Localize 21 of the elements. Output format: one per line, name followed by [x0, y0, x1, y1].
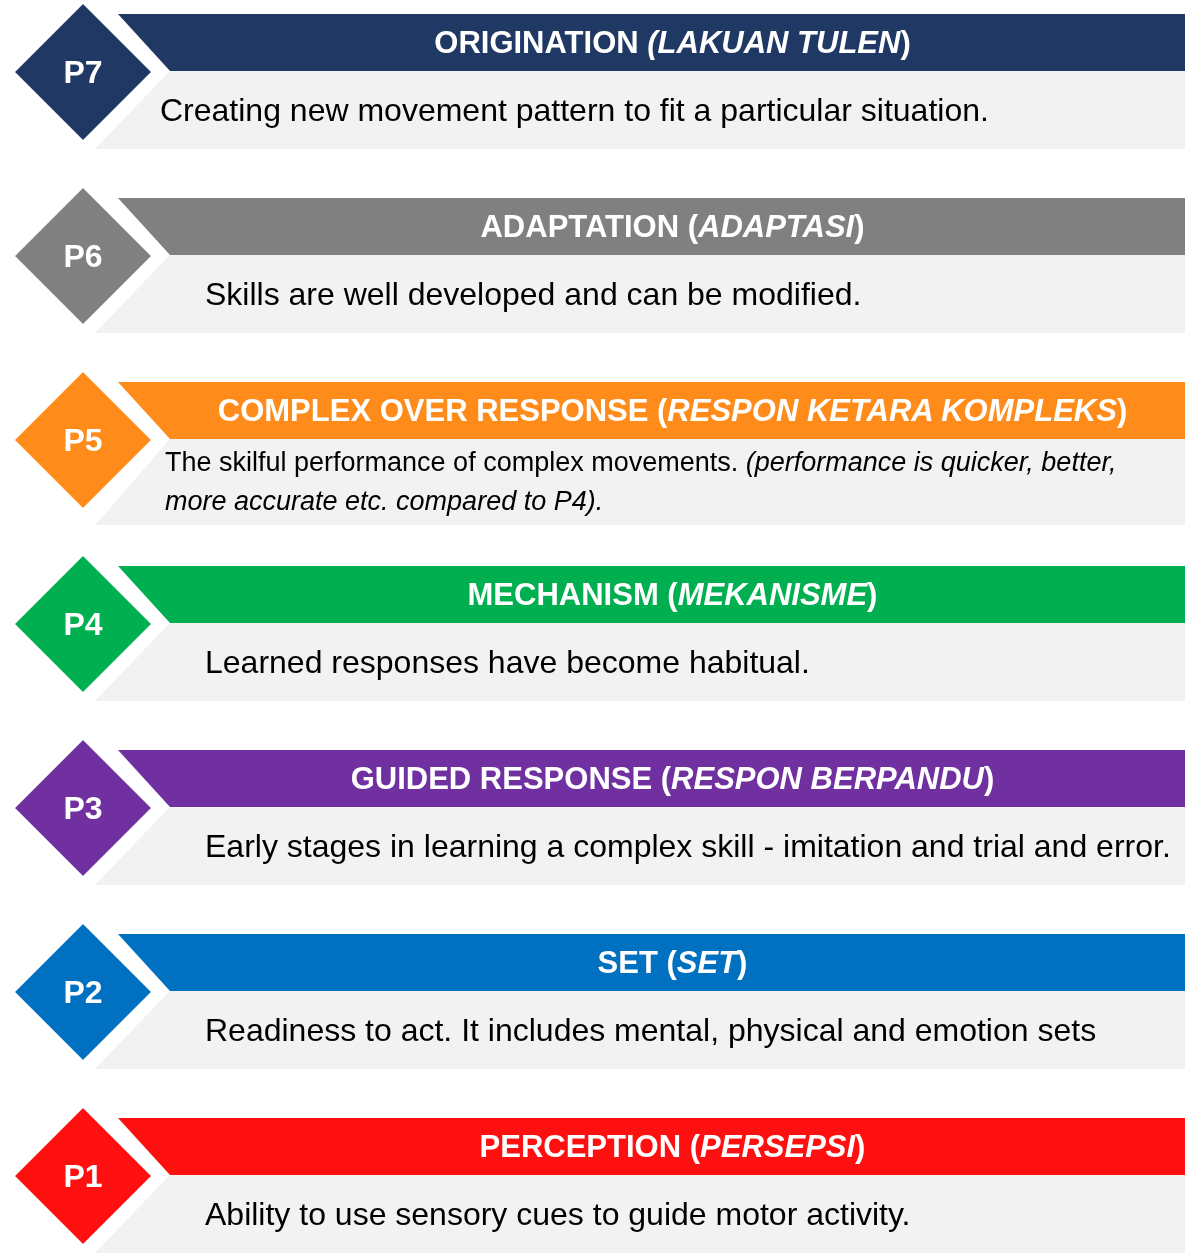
level-code: P3 — [63, 792, 103, 824]
step-description: Ability to use sensory cues to guide motor activity. — [205, 1194, 911, 1234]
step-title: PERCEPTION (PERSEPSI) — [479, 1131, 866, 1162]
level-code: P7 — [63, 56, 103, 88]
level-code: P6 — [63, 240, 103, 272]
step-title: ADAPTATION (ADAPTASI) — [480, 211, 865, 242]
level-code: P1 — [63, 1160, 103, 1192]
step-title: MECHANISM (MEKANISME) — [467, 579, 878, 610]
level-code: P2 — [63, 976, 103, 1008]
level-code: P4 — [63, 608, 103, 640]
step-description: The skilful performance of complex movements. (performance is quicker, better, more accurate etc. compared to P4). — [165, 446, 1118, 519]
step-title: GUIDED RESPONSE (RESPON BERPANDU) — [350, 763, 995, 794]
step-title: SET (SET) — [597, 947, 748, 978]
step-description: Skills are well developed and can be modified. — [205, 274, 862, 314]
step-title: ORIGINATION (LAKUAN TULEN) — [434, 27, 911, 58]
step-description: Learned responses have become habitual. — [205, 642, 810, 682]
level-code: P5 — [63, 424, 103, 456]
step-description: Early stages in learning a complex skill - imitation and trial and error. — [205, 826, 1171, 866]
step-title: COMPLEX OVER RESPONSE (RESPON KETARA KOMPLEKS) — [217, 395, 1128, 426]
step-description: Readiness to act. It includes mental, physical and emotion sets — [205, 1010, 1097, 1050]
step-description: Creating new movement pattern to fit a particular situation. — [160, 90, 989, 130]
